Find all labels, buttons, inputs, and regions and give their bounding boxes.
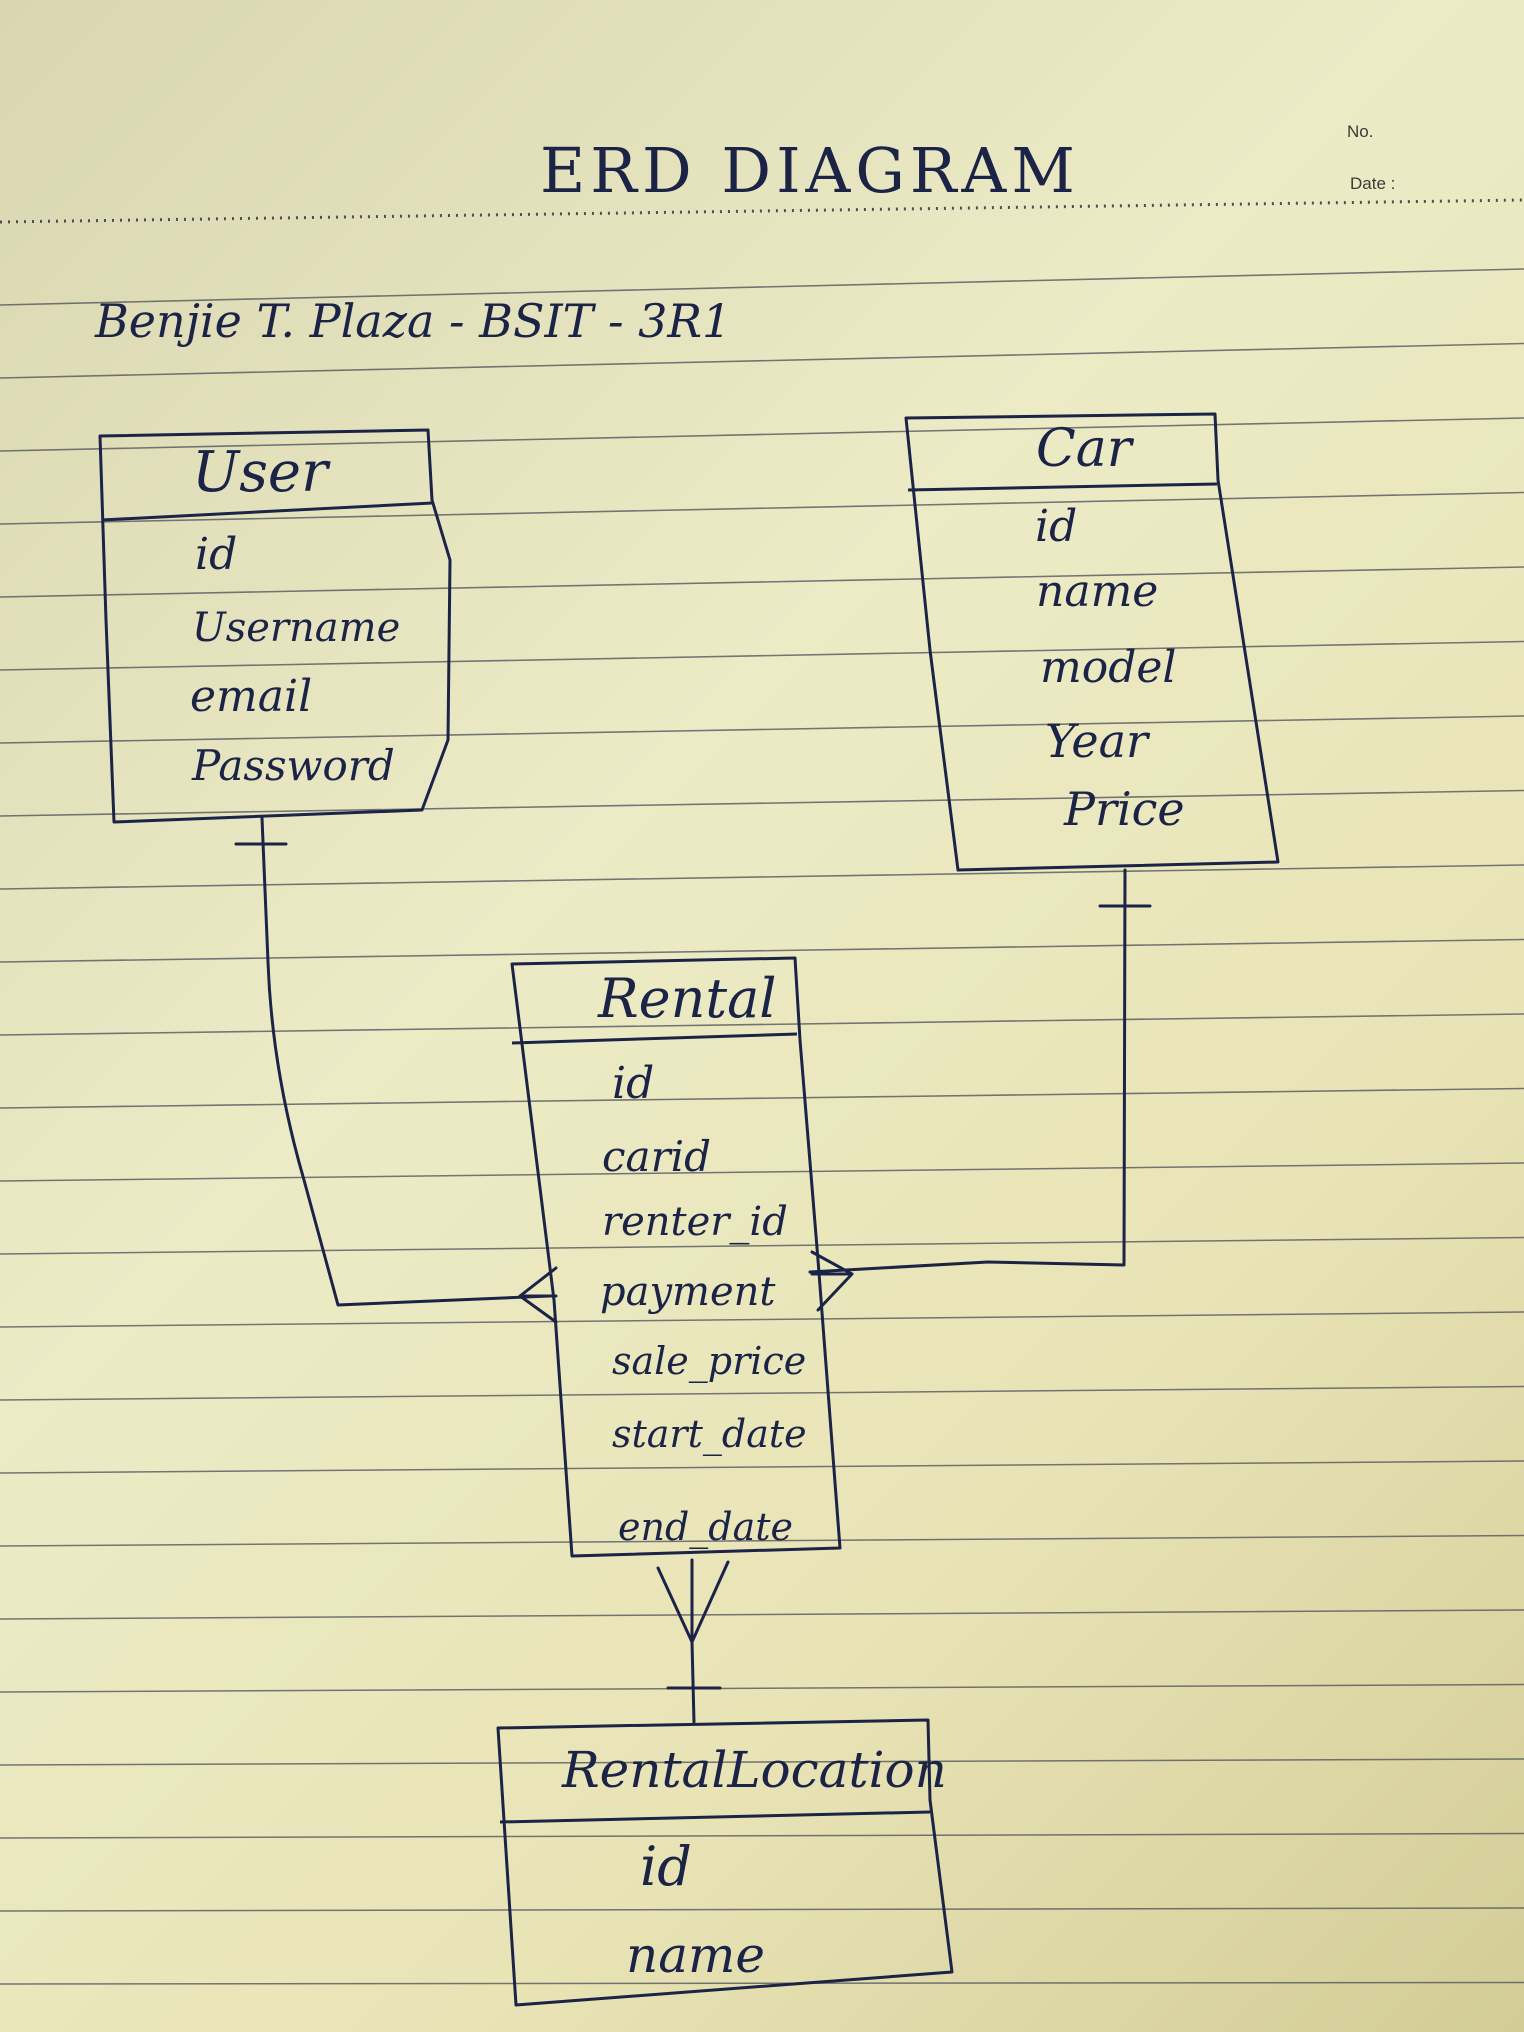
entity-car-title: Car bbox=[1036, 419, 1132, 479]
date-label: Date : bbox=[1350, 174, 1396, 193]
entity-car-attr-price: Price bbox=[1064, 782, 1185, 836]
entity-rental-location-title: RentalLocation bbox=[562, 1741, 947, 1799]
paper-rule-line bbox=[0, 342, 1524, 379]
diagram-title: ERD DIAGRAM bbox=[540, 134, 1080, 207]
page-number-label: No. bbox=[1347, 122, 1374, 141]
entity-rental-attr-start-date: start_date bbox=[612, 1412, 807, 1456]
entity-user-attr-username: Username bbox=[192, 605, 401, 651]
entity-rental-location bbox=[496, 1718, 954, 2007]
entity-rental-attr-renter-id: renter_id bbox=[602, 1199, 788, 1245]
entity-rental-location-attr-id: id bbox=[640, 1835, 692, 1898]
paper-rule-line bbox=[0, 640, 1524, 671]
paper-rule-line bbox=[0, 491, 1524, 525]
relationship-user-rental bbox=[234, 816, 558, 1324]
entity-rental-location-attr-name: name bbox=[626, 1926, 766, 1984]
paper-rule-line bbox=[0, 1236, 1524, 1255]
paper-rule-line bbox=[0, 789, 1524, 817]
entity-user-attr-id: id bbox=[195, 529, 238, 580]
entity-user bbox=[98, 428, 452, 824]
paper-rule-line bbox=[0, 1683, 1524, 1693]
relationship-car-rental bbox=[808, 868, 1152, 1312]
paper-rule-line bbox=[0, 1162, 1524, 1182]
entity-rental-attr-carid: carid bbox=[602, 1132, 711, 1181]
paper-rule-line bbox=[0, 566, 1524, 598]
paper-rule-line bbox=[0, 1385, 1524, 1401]
entity-rental-attr-sale-price: sale_price bbox=[612, 1339, 807, 1383]
entity-car-attr-year: Year bbox=[1045, 714, 1149, 768]
entity-car bbox=[904, 412, 1280, 872]
paper-rule-line bbox=[0, 1311, 1524, 1328]
paper-rule-line bbox=[0, 1907, 1524, 1912]
paper-rule-line bbox=[0, 715, 1524, 744]
entity-rental-attr-end-date: end_date bbox=[618, 1505, 794, 1549]
paper-rule-line bbox=[0, 1460, 1524, 1474]
paper-rule-line bbox=[0, 1981, 1524, 1985]
entity-rental-title: Rental bbox=[598, 967, 777, 1030]
paper-rule-line bbox=[0, 268, 1524, 306]
entity-car-attr-name: name bbox=[1036, 566, 1159, 617]
paper-rule-line bbox=[0, 1609, 1524, 1620]
paper-rule-line bbox=[0, 1534, 1524, 1547]
entity-user-title: User bbox=[192, 440, 328, 505]
author-line: Benjie T. Plaza - BSIT - 3R1 bbox=[95, 294, 732, 348]
paper-rule-line bbox=[0, 417, 1524, 452]
paper-rule-line bbox=[0, 1013, 1524, 1036]
paper-rule-line bbox=[0, 938, 1524, 963]
paper-rule-line bbox=[0, 1758, 1524, 1766]
entity-user-attr-email: email bbox=[190, 671, 313, 722]
entity-rental-attr-payment: payment bbox=[600, 1269, 776, 1315]
paper-rule-line bbox=[0, 1832, 1524, 1839]
paper-rule-line bbox=[0, 1087, 1524, 1109]
entity-rental-attr-id: id bbox=[612, 1058, 655, 1109]
entity-user-attr-password: Password bbox=[192, 741, 395, 790]
relationship-location-rental bbox=[656, 1558, 730, 1724]
entity-rental bbox=[510, 956, 842, 1558]
entity-car-attr-model: model bbox=[1040, 642, 1177, 693]
entity-car-attr-id: id bbox=[1035, 501, 1078, 552]
paper-rule-line bbox=[0, 864, 1524, 890]
